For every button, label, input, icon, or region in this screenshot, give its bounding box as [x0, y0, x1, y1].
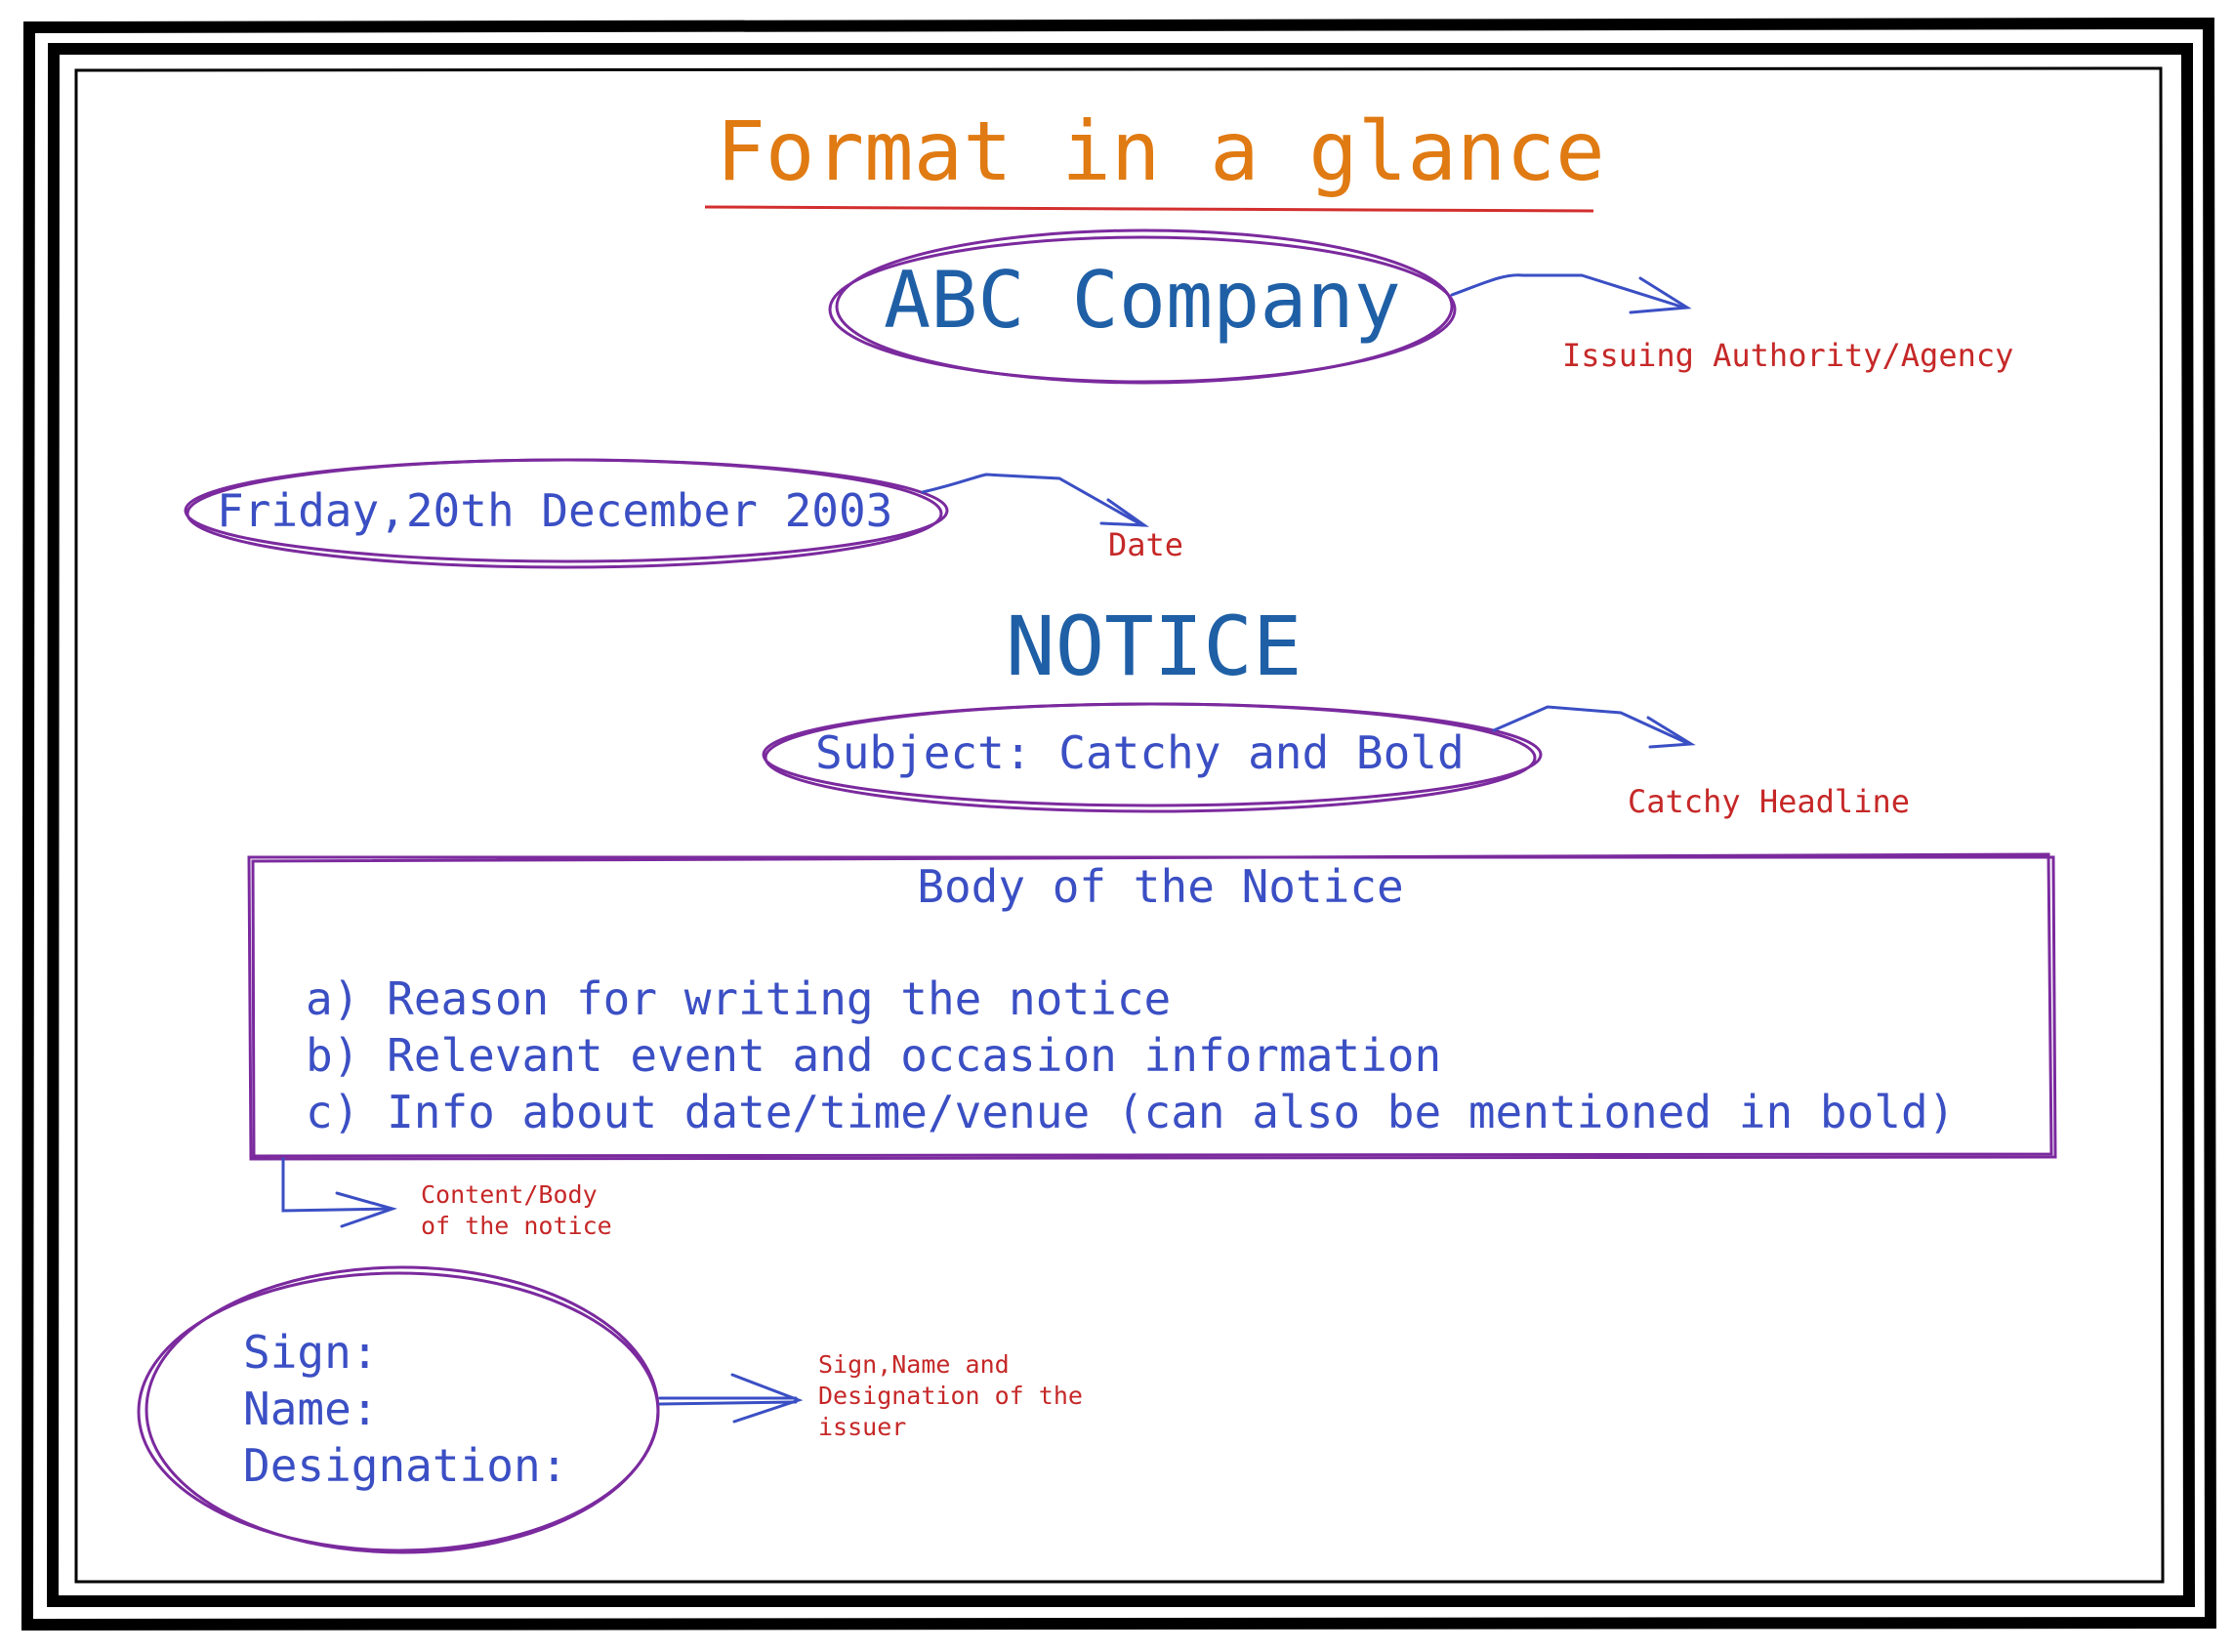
arrow-to-issuing-authority	[1450, 273, 1692, 314]
body-item: a) Reason for writing the notice	[306, 972, 1172, 1025]
page-border	[21, 17, 2217, 1631]
body-label: Content/Body of the notice	[421, 1180, 612, 1240]
date-label: Date	[1108, 526, 1184, 563]
page-title: Format in a glance	[716, 103, 1605, 199]
arrow-to-headline	[1492, 705, 1696, 749]
signature-outline	[137, 1265, 660, 1554]
issuing-authority-label: Issuing Authority/Agency	[1562, 337, 2014, 374]
notice-heading: NOTICE	[1006, 599, 1303, 694]
notice-date: Friday,20th December 2003	[217, 484, 893, 537]
arrow-to-date-label	[921, 473, 1150, 527]
subject-outline	[762, 702, 1543, 813]
body-item: c) Info about date/time/venue (can also …	[306, 1086, 1956, 1138]
date-outline	[184, 458, 949, 569]
company-outline	[828, 228, 1457, 385]
company-name: ABC Company	[884, 255, 1401, 346]
body-box	[247, 852, 2057, 1161]
arrow-to-signature-label	[658, 1373, 804, 1424]
notice-subject: Subject: Catchy and Bold	[815, 726, 1465, 779]
arrow-to-body-label	[281, 1157, 398, 1228]
signature-label: Sign,Name and Designation of the issuer	[818, 1350, 1083, 1441]
body-heading: Body of the Notice	[917, 860, 1404, 913]
designation-line: Designation:	[243, 1439, 568, 1492]
name-line: Name:	[243, 1383, 379, 1435]
body-item: b) Relevant event and occasion informati…	[306, 1029, 1442, 1082]
sign-line: Sign:	[243, 1326, 379, 1379]
headline-label: Catchy Headline	[1628, 783, 1910, 820]
title-underline	[704, 205, 1594, 213]
